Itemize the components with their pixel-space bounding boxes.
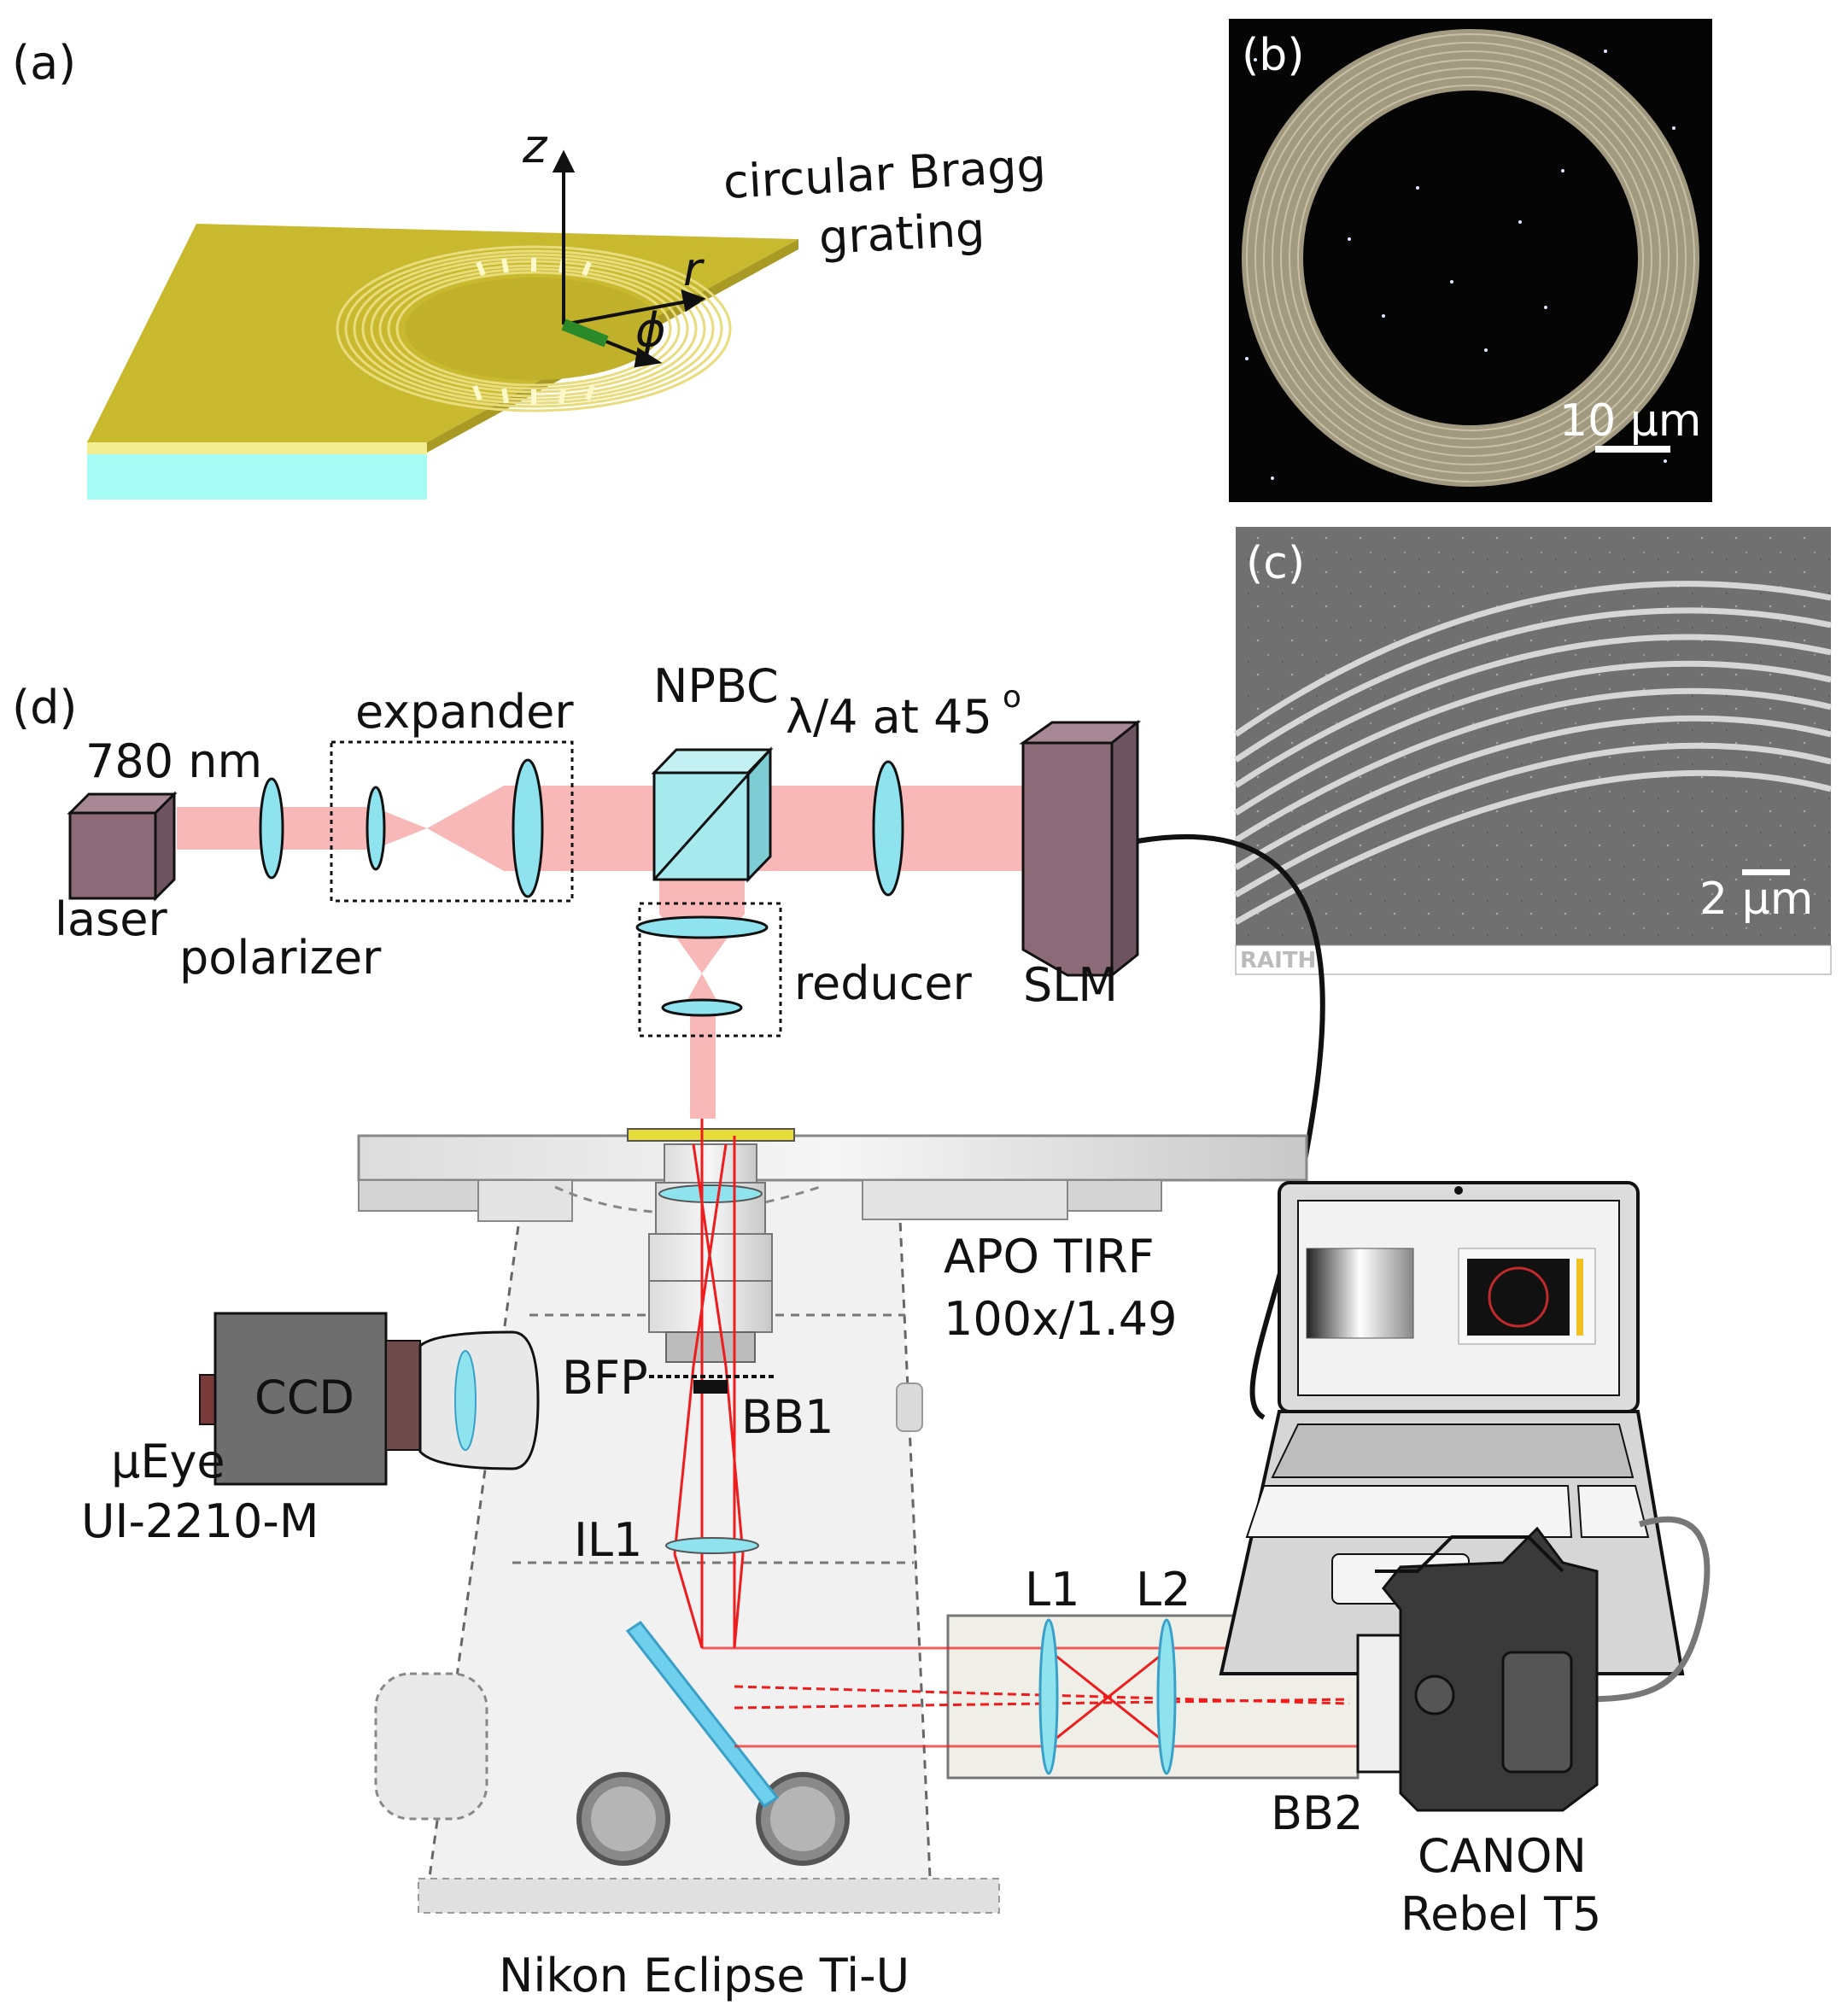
objective bbox=[648, 1143, 773, 1363]
waveplate-degree: o bbox=[1003, 680, 1021, 715]
sample bbox=[627, 1128, 795, 1142]
npbc-cube bbox=[651, 746, 774, 883]
axis-r-label: r bbox=[683, 243, 705, 296]
relay-lens-l1 bbox=[1038, 1618, 1059, 1775]
slm-cable bbox=[1137, 833, 1325, 1420]
reducer-label: reducer bbox=[794, 956, 973, 1010]
camera-cable bbox=[1579, 1516, 1711, 1703]
axis-z-label: z bbox=[522, 120, 548, 173]
ccd-label: CCD bbox=[254, 1371, 354, 1424]
panel-c-tag: (c) bbox=[1246, 538, 1305, 589]
objective-label-line2: 100x/1.49 bbox=[944, 1292, 1177, 1346]
slm-label: SLM bbox=[1023, 958, 1118, 1012]
grating-title-line1: circular Bragg bbox=[722, 138, 1047, 209]
canon-label-line1: CANON bbox=[1418, 1829, 1587, 1883]
quarter-wave-plate bbox=[872, 760, 904, 897]
panel-a: (a) bbox=[12, 36, 1047, 500]
sem-logo: RAITH bbox=[1240, 948, 1316, 973]
sem-grating-lines bbox=[1234, 581, 1832, 926]
objective-label-line1: APO TIRF bbox=[944, 1230, 1155, 1283]
il1-label: IL1 bbox=[574, 1513, 642, 1567]
coordinate-axes bbox=[552, 149, 706, 368]
ccd-camera bbox=[199, 1312, 540, 1486]
polarizer bbox=[259, 777, 284, 880]
expander-label: expander bbox=[355, 685, 574, 739]
axis-phi-label: ϕ bbox=[635, 303, 666, 357]
reduced-beam bbox=[690, 1008, 716, 1119]
glass-substrate bbox=[87, 452, 427, 500]
reducer-lens-1 bbox=[635, 915, 769, 939]
microscope-label: Nikon Eclipse Ti-U bbox=[499, 1949, 909, 2002]
wavelength-label: 780 nm bbox=[85, 734, 262, 788]
panel-d: (d) 780 nm laser polarizer expander bbox=[12, 659, 1711, 2002]
grating-title-line2: grating bbox=[817, 202, 985, 265]
microscope-stage bbox=[357, 1134, 1308, 1182]
tube-lens-il1 bbox=[665, 1537, 759, 1554]
expander-lens-1 bbox=[366, 786, 386, 871]
sem-info-bar bbox=[1235, 944, 1832, 975]
npbc-label: NPBC bbox=[653, 659, 779, 713]
waveplate-label: λ/4 at 45 bbox=[786, 690, 992, 744]
ccd-camera-name-line1: μEye bbox=[111, 1435, 225, 1488]
panel-b-scale-label: 10 μm bbox=[1559, 395, 1701, 447]
relay-lens-l2 bbox=[1156, 1618, 1177, 1775]
polarizer-label: polarizer bbox=[179, 931, 382, 985]
phase-mask-display bbox=[1306, 1248, 1414, 1339]
laser-source bbox=[67, 791, 178, 902]
slm bbox=[1019, 719, 1142, 979]
beam-block-1 bbox=[693, 1380, 728, 1394]
ccd-camera-name-line2: UI-2210-M bbox=[81, 1494, 319, 1548]
panel-d-tag: (d) bbox=[12, 681, 77, 734]
bb1-label: BB1 bbox=[741, 1390, 833, 1444]
expander-lens-2 bbox=[512, 758, 544, 898]
l1-label: L1 bbox=[1025, 1563, 1079, 1616]
microscope-body bbox=[357, 1134, 1308, 1914]
panel-c-scale-label: 2 μm bbox=[1699, 874, 1813, 925]
panel-c-scale-bar bbox=[1742, 869, 1790, 875]
laser-label: laser bbox=[55, 892, 167, 946]
mirror bbox=[625, 1620, 780, 1809]
bfp-label: BFP bbox=[562, 1351, 648, 1405]
canon-camera bbox=[1356, 1526, 1599, 1812]
reducer-lens-2 bbox=[661, 998, 743, 1017]
reducer-box bbox=[638, 902, 782, 1038]
expander-box bbox=[330, 740, 574, 903]
bb2-label: BB2 bbox=[1271, 1786, 1363, 1840]
panel-c: RAITH (c) 2 μm bbox=[1234, 527, 1832, 975]
panel-b-tag: (b) bbox=[1242, 30, 1305, 81]
panel-b-scale-bar bbox=[1595, 446, 1670, 453]
canon-label-line2: Rebel T5 bbox=[1401, 1887, 1601, 1941]
panel-b: (b) 10 μm bbox=[1229, 19, 1712, 502]
l2-label: L2 bbox=[1136, 1563, 1190, 1616]
panel-a-tag: (a) bbox=[12, 36, 76, 90]
